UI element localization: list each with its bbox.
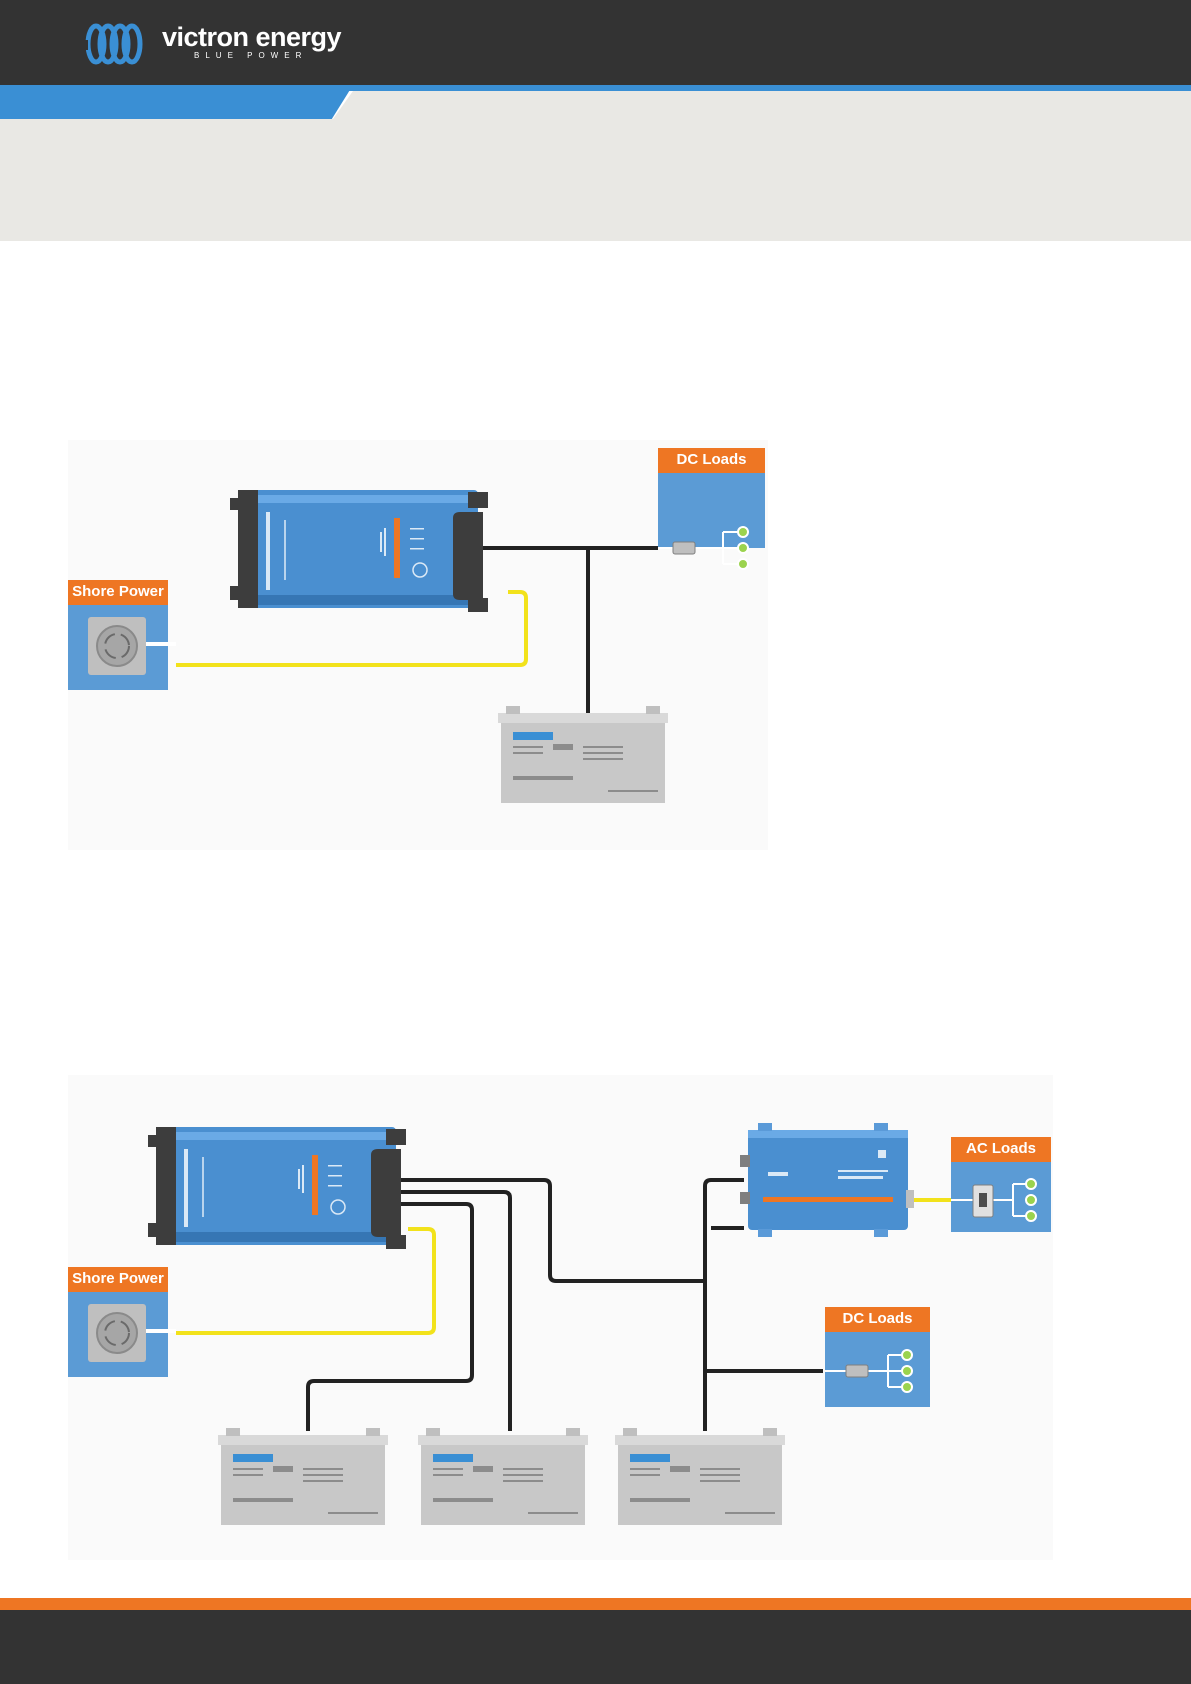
battery-icon: [615, 1428, 785, 1525]
diagram-1: Shore Power DC Loads: [68, 440, 768, 850]
ac-cable: [176, 1227, 436, 1335]
dc-cable-1: [398, 1178, 705, 1283]
battery-icon: [498, 706, 668, 803]
inverter-icon: [740, 1123, 914, 1237]
diagram-2: Shore Power AC Loads DC Loads: [68, 1075, 1053, 1560]
load-icon: [901, 1381, 913, 1393]
header-stripe: [0, 85, 1191, 91]
brand-tagline: BLUE POWER: [194, 51, 308, 60]
footer-bar: [0, 1610, 1191, 1684]
shore-power-label: Shore Power: [72, 583, 164, 600]
battery-charger-icon: [148, 1127, 406, 1249]
victron-logo-icon: [84, 23, 143, 65]
footer-stripe: [0, 1598, 1191, 1610]
shore-power-label: Shore Power: [72, 1270, 164, 1287]
victron-logo: victron energy BLUE POWER: [84, 18, 342, 66]
battery-icon: [418, 1428, 588, 1525]
load-icon: [737, 526, 749, 538]
shore-power-socket-icon: [68, 580, 176, 690]
battery-icon: [218, 1428, 388, 1525]
ac-cable: [176, 590, 528, 667]
ac-loads-icon: [951, 1137, 1051, 1232]
shore-power-socket-icon: [68, 1267, 176, 1377]
dc-loads-label: DC Loads: [676, 451, 747, 468]
fuse-icon: [672, 541, 696, 555]
ac-loads-label: AC Loads: [965, 1140, 1036, 1157]
load-icon: [737, 558, 749, 570]
load-icon: [1025, 1210, 1037, 1222]
dc-cable-3: [306, 1202, 474, 1431]
load-icon: [1025, 1194, 1037, 1206]
battery-charger-icon: [230, 490, 488, 612]
fuse-icon: [845, 1364, 869, 1378]
dc-cable-2: [398, 1190, 512, 1431]
header-tab: [0, 85, 353, 119]
dc-loads-icon: [825, 1307, 930, 1407]
load-icon: [1025, 1178, 1037, 1190]
load-icon: [901, 1365, 913, 1377]
load-icon: [901, 1349, 913, 1361]
header-bar: [0, 0, 1191, 85]
dc-loads-icon: [658, 448, 765, 570]
dc-loads-label: DC Loads: [842, 1310, 913, 1327]
brand-name: victron energy: [162, 22, 342, 52]
dc-cable-4: [703, 1178, 744, 1431]
load-icon: [737, 542, 749, 554]
